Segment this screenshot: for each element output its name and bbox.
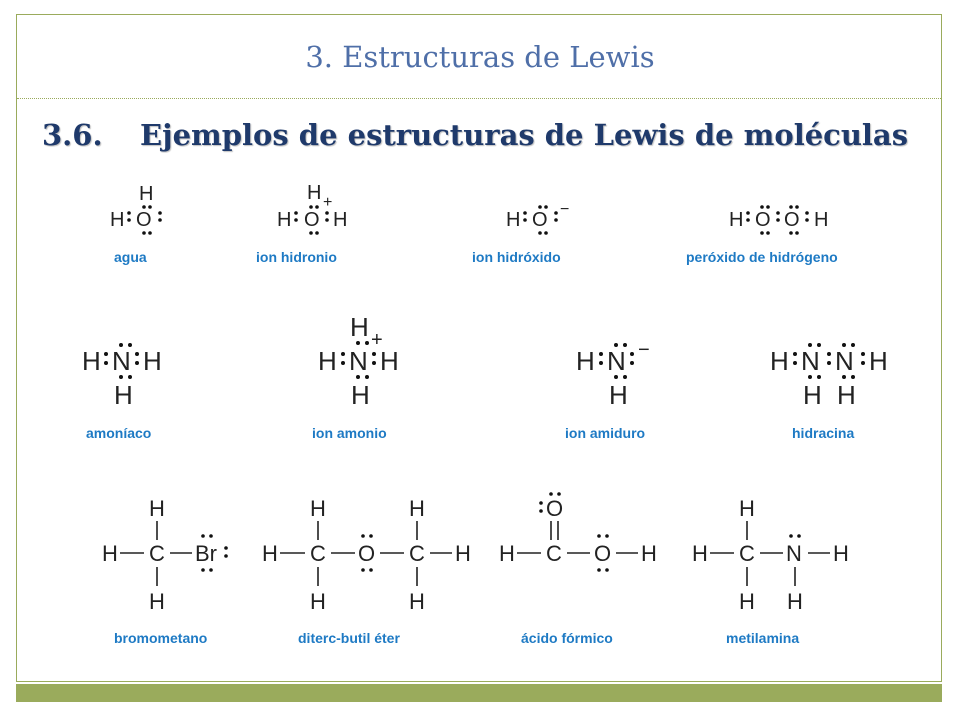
atom-h: H xyxy=(409,496,425,521)
label-hidroxido: ion hidróxido xyxy=(472,249,561,265)
atom-c: C xyxy=(546,541,562,566)
atom-h: H xyxy=(380,346,399,376)
atom-o: O xyxy=(594,541,611,566)
atom-o: O xyxy=(784,209,800,231)
atom-h: H xyxy=(318,346,337,376)
atom-n: N xyxy=(835,346,854,376)
atom-h: H xyxy=(102,541,118,566)
atom-h: H xyxy=(814,209,828,231)
footer-bar xyxy=(16,684,942,702)
atom-h: H xyxy=(149,496,165,521)
label-hidronio: ion hidronio xyxy=(256,249,337,265)
atom-h: H xyxy=(350,312,369,342)
atom-c: C xyxy=(409,541,425,566)
atom-br: Br xyxy=(195,541,217,566)
atom-h: H xyxy=(641,541,657,566)
atom-n: N xyxy=(607,346,626,376)
subtitle-number: 3.6. xyxy=(42,118,103,152)
charge-plus: + xyxy=(323,194,332,211)
atom-n: N xyxy=(349,346,368,376)
molecule-amiduro: H N − H ion amiduro xyxy=(565,339,650,441)
atom-h: H xyxy=(307,182,321,204)
atom-n: N xyxy=(112,346,131,376)
atom-n: N xyxy=(786,541,802,566)
atom-h: H xyxy=(803,380,822,410)
atom-h: H xyxy=(499,541,515,566)
molecule-diterc: H H H C O C H H H diterc-butil éter xyxy=(262,496,471,646)
slide-frame xyxy=(16,14,942,682)
label-hidracina: hidracina xyxy=(792,425,854,441)
atom-h: H xyxy=(739,589,755,614)
molecule-hidronio: H + H O H ion hidronio xyxy=(256,182,347,265)
atom-h: H xyxy=(82,346,101,376)
atom-h: H xyxy=(143,346,162,376)
molecule-amoniaco: H N H H amoníaco xyxy=(82,343,162,441)
atom-o: O xyxy=(546,496,563,521)
atom-h: H xyxy=(729,209,743,231)
atom-h: H xyxy=(310,589,326,614)
molecule-agua: H H O agua xyxy=(110,183,162,265)
atom-h: H xyxy=(262,541,278,566)
label-bromometano: bromometano xyxy=(114,630,207,646)
atom-h: H xyxy=(277,209,291,231)
molecule-peroxido: H O O H peróxido de hidrógeno xyxy=(686,205,838,265)
molecule-hidroxido: H O − ion hidróxido xyxy=(472,201,569,265)
charge-plus: + xyxy=(371,329,383,351)
atom-h: H xyxy=(609,380,628,410)
label-peroxido: peróxido de hidrógeno xyxy=(686,249,838,265)
label-formico: ácido fórmico xyxy=(521,630,613,646)
atom-o: O xyxy=(532,209,548,231)
atom-c: C xyxy=(739,541,755,566)
atom-h: H xyxy=(692,541,708,566)
atom-o: O xyxy=(755,209,771,231)
atom-h: H xyxy=(739,496,755,521)
atom-h: H xyxy=(333,209,347,231)
atom-o: O xyxy=(358,541,375,566)
charge-minus: − xyxy=(560,201,569,218)
label-amiduro: ion amiduro xyxy=(565,425,645,441)
molecule-metilamina: H H C N H H H metilamina xyxy=(692,496,849,646)
label-amoniaco: amoníaco xyxy=(86,425,151,441)
atom-h: H xyxy=(110,209,124,231)
molecule-amonio: H + H N H H ion amonio xyxy=(312,312,399,441)
atom-h: H xyxy=(351,380,370,410)
atom-o: O xyxy=(304,209,320,231)
label-diterc: diterc-butil éter xyxy=(298,630,400,646)
atom-o: O xyxy=(136,209,152,231)
atom-h: H xyxy=(310,496,326,521)
atom-h: H xyxy=(770,346,789,376)
atom-h: H xyxy=(139,183,153,205)
atom-c: C xyxy=(149,541,165,566)
label-agua: agua xyxy=(114,249,147,265)
charge-minus: − xyxy=(638,339,650,361)
molecule-bromometano: H H C Br H bromometano xyxy=(102,496,228,646)
atom-h: H xyxy=(869,346,888,376)
slide-subtitle: 3.6. Ejemplos de estructuras de Lewis de … xyxy=(42,118,908,152)
atom-h: H xyxy=(455,541,471,566)
atom-h: H xyxy=(576,346,595,376)
slide-title: 3. Estructuras de Lewis xyxy=(305,40,655,74)
atom-c: C xyxy=(310,541,326,566)
molecule-formico: O H C O H ácido fórmico xyxy=(499,492,657,646)
atom-h: H xyxy=(114,380,133,410)
atom-n: N xyxy=(801,346,820,376)
atom-h: H xyxy=(837,380,856,410)
title-divider xyxy=(17,98,941,99)
molecule-hidracina: H N N H H H hidracina xyxy=(770,343,888,441)
label-metilamina: metilamina xyxy=(726,630,799,646)
atom-h: H xyxy=(833,541,849,566)
atom-h: H xyxy=(149,589,165,614)
atom-h: H xyxy=(787,589,803,614)
atom-h: H xyxy=(409,589,425,614)
atom-h: H xyxy=(506,209,520,231)
label-amonio: ion amonio xyxy=(312,425,387,441)
subtitle-text: Ejemplos de estructuras de Lewis de molé… xyxy=(140,118,909,152)
